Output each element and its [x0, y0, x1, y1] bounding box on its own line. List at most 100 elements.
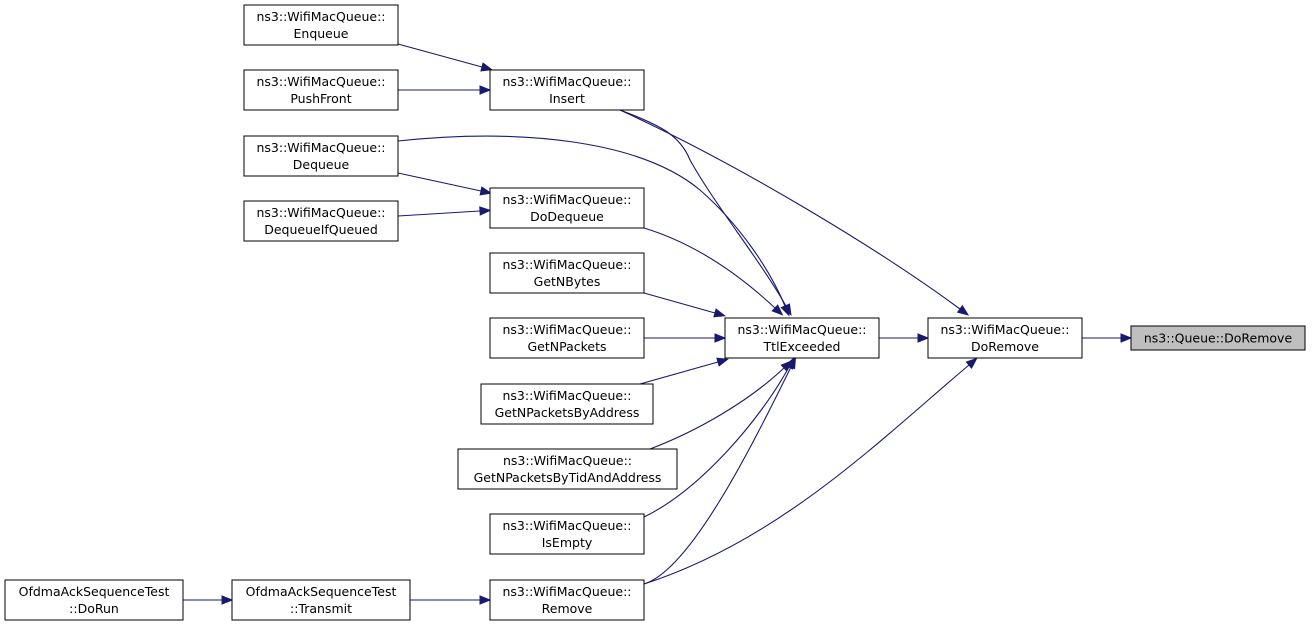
edge-line [397, 172, 482, 192]
node-label-line: GetNPacketsByAddress [495, 405, 640, 420]
node-label-line: DoDequeue [530, 209, 604, 224]
node-ofdmatransmit[interactable]: OfdmaAckSequenceTest::Transmit [231, 579, 411, 621]
node-label-line: ns3::WifiMacQueue:: [502, 388, 631, 403]
edge-arrowhead [479, 595, 492, 605]
edge-getnpacketsbytidandaddress-to-ttlexceeded [649, 360, 793, 450]
edge-arrowhead [479, 206, 492, 216]
edge-line [397, 43, 483, 68]
edge-arrowhead [771, 304, 784, 316]
edge-dequeueifqueued-to-dodequeue [397, 206, 492, 217]
node-box [489, 513, 645, 555]
edge-line [649, 367, 785, 450]
node-label-line: ns3::WifiMacQueue:: [502, 257, 631, 272]
edge-arrowhead [786, 356, 797, 370]
node-label-line: PushFront [290, 91, 351, 106]
edge-arrowhead [965, 357, 978, 369]
edge-insert-to-doremove [619, 109, 970, 316]
edge-arrowhead [781, 303, 792, 316]
node-enqueue[interactable]: ns3::WifiMacQueue::Enqueue [243, 4, 399, 46]
node-getnpackets[interactable]: ns3::WifiMacQueue::GetNPackets [489, 317, 645, 359]
node-dequeueifqueued[interactable]: ns3::WifiMacQueue::DequeueIfQueued [243, 200, 399, 242]
node-label-line: OfdmaAckSequenceTest [246, 584, 397, 599]
edge-line [397, 210, 481, 217]
nodes-layer: ns3::WifiMacQueue::Enqueuens3::WifiMacQu… [4, 4, 1306, 621]
node-box [243, 135, 399, 177]
edge-line [619, 109, 961, 310]
node-label-line: ns3::WifiMacQueue:: [256, 9, 385, 24]
edge-arrowhead [917, 333, 930, 343]
node-getnpacketsbyaddress[interactable]: ns3::WifiMacQueue::GetNPacketsByAddress [480, 383, 654, 425]
node-label-line: ns3::WifiMacQueue:: [502, 74, 631, 89]
edge-line [643, 227, 776, 309]
node-label-line: ns3::WifiMacQueue:: [502, 584, 631, 599]
node-box [489, 69, 645, 111]
edge-arrowhead [713, 308, 726, 318]
node-ofdmarun[interactable]: OfdmaAckSequenceTest::DoRun [4, 579, 184, 621]
node-box [927, 317, 1083, 359]
node-label-line: ns3::Queue::DoRemove [1144, 331, 1293, 346]
node-doremove[interactable]: ns3::WifiMacQueue::DoRemove [927, 317, 1083, 359]
node-label-line: ns3::WifiMacQueue:: [256, 205, 385, 220]
node-label-line: GetNPacketsByTidAndAddress [474, 470, 662, 485]
edge-line [643, 366, 790, 518]
node-label-line: ns3::WifiMacQueue:: [502, 322, 631, 337]
edge-line [643, 366, 792, 585]
node-getnbytes[interactable]: ns3::WifiMacQueue::GetNBytes [489, 252, 645, 294]
edge-ttlexceeded-to-doremove [879, 333, 930, 343]
edge-arrowhead [480, 62, 493, 72]
edge-getnpackets-to-ttlexceeded [644, 333, 727, 343]
edge-line [639, 361, 719, 385]
node-label-line: Enqueue [294, 26, 349, 41]
node-label-line: ::Transmit [290, 601, 352, 616]
node-box [480, 383, 654, 425]
edges-layer [183, 43, 1133, 605]
node-box [4, 579, 184, 621]
node-dodequeue[interactable]: ns3::WifiMacQueue::DoDequeue [489, 187, 645, 229]
node-label-line: DoRemove [971, 339, 1039, 354]
node-label-line: OfdmaAckSequenceTest [19, 584, 170, 599]
edge-line [643, 364, 970, 585]
node-dequeue[interactable]: ns3::WifiMacQueue::Dequeue [243, 135, 399, 177]
node-box [457, 448, 678, 490]
edge-ofdmatransmit-to-remove [410, 595, 492, 605]
edge-doremove-to-queuedoremove [1082, 333, 1133, 343]
node-box [724, 317, 880, 359]
node-label-line: ns3::WifiMacQueue:: [256, 140, 385, 155]
node-label-line: IsEmpty [542, 535, 593, 550]
node-box [1130, 325, 1306, 351]
node-label-line: ns3::WifiMacQueue:: [256, 74, 385, 89]
edge-arrowhead [714, 333, 727, 343]
node-label-line: ns3::WifiMacQueue:: [737, 322, 866, 337]
edge-arrowhead [221, 595, 234, 605]
node-getnpacketsbytidandaddress[interactable]: ns3::WifiMacQueue::GetNPacketsByTidAndAd… [457, 448, 678, 490]
node-box [489, 317, 645, 359]
edge-arrowhead [479, 186, 493, 196]
edge-line [397, 135, 786, 307]
edge-arrowhead [479, 85, 492, 95]
edge-pushfront-to-insert [398, 85, 492, 95]
node-queuedoremove: ns3::Queue::DoRemove [1130, 325, 1306, 351]
edge-dodequeue-to-ttlexceeded [643, 227, 784, 316]
node-label-line: ns3::WifiMacQueue:: [502, 518, 631, 533]
edge-remove-to-doremove [643, 357, 978, 585]
node-label-line: Dequeue [293, 157, 350, 172]
edge-isempty-to-ttlexceeded [643, 357, 795, 518]
node-label-line: ns3::WifiMacQueue:: [503, 453, 632, 468]
edge-getnpacketsbyaddress-to-ttlexceeded [639, 357, 729, 385]
edge-line [643, 292, 716, 314]
node-label-line: Remove [542, 601, 593, 616]
node-box [489, 187, 645, 229]
node-label-line: TtlExceeded [763, 339, 841, 354]
edge-enqueue-to-insert [397, 43, 493, 72]
edge-line [619, 109, 787, 307]
node-pushfront[interactable]: ns3::WifiMacQueue::PushFront [243, 69, 399, 111]
node-box [489, 252, 645, 294]
node-insert[interactable]: ns3::WifiMacQueue::Insert [489, 69, 645, 111]
node-box [231, 579, 411, 621]
node-isempty[interactable]: ns3::WifiMacQueue::IsEmpty [489, 513, 645, 555]
node-box [243, 4, 399, 46]
edge-arrowhead [956, 304, 970, 316]
node-remove[interactable]: ns3::WifiMacQueue::Remove [489, 579, 645, 621]
node-ttlexceeded[interactable]: ns3::WifiMacQueue::TtlExceeded [724, 317, 880, 359]
